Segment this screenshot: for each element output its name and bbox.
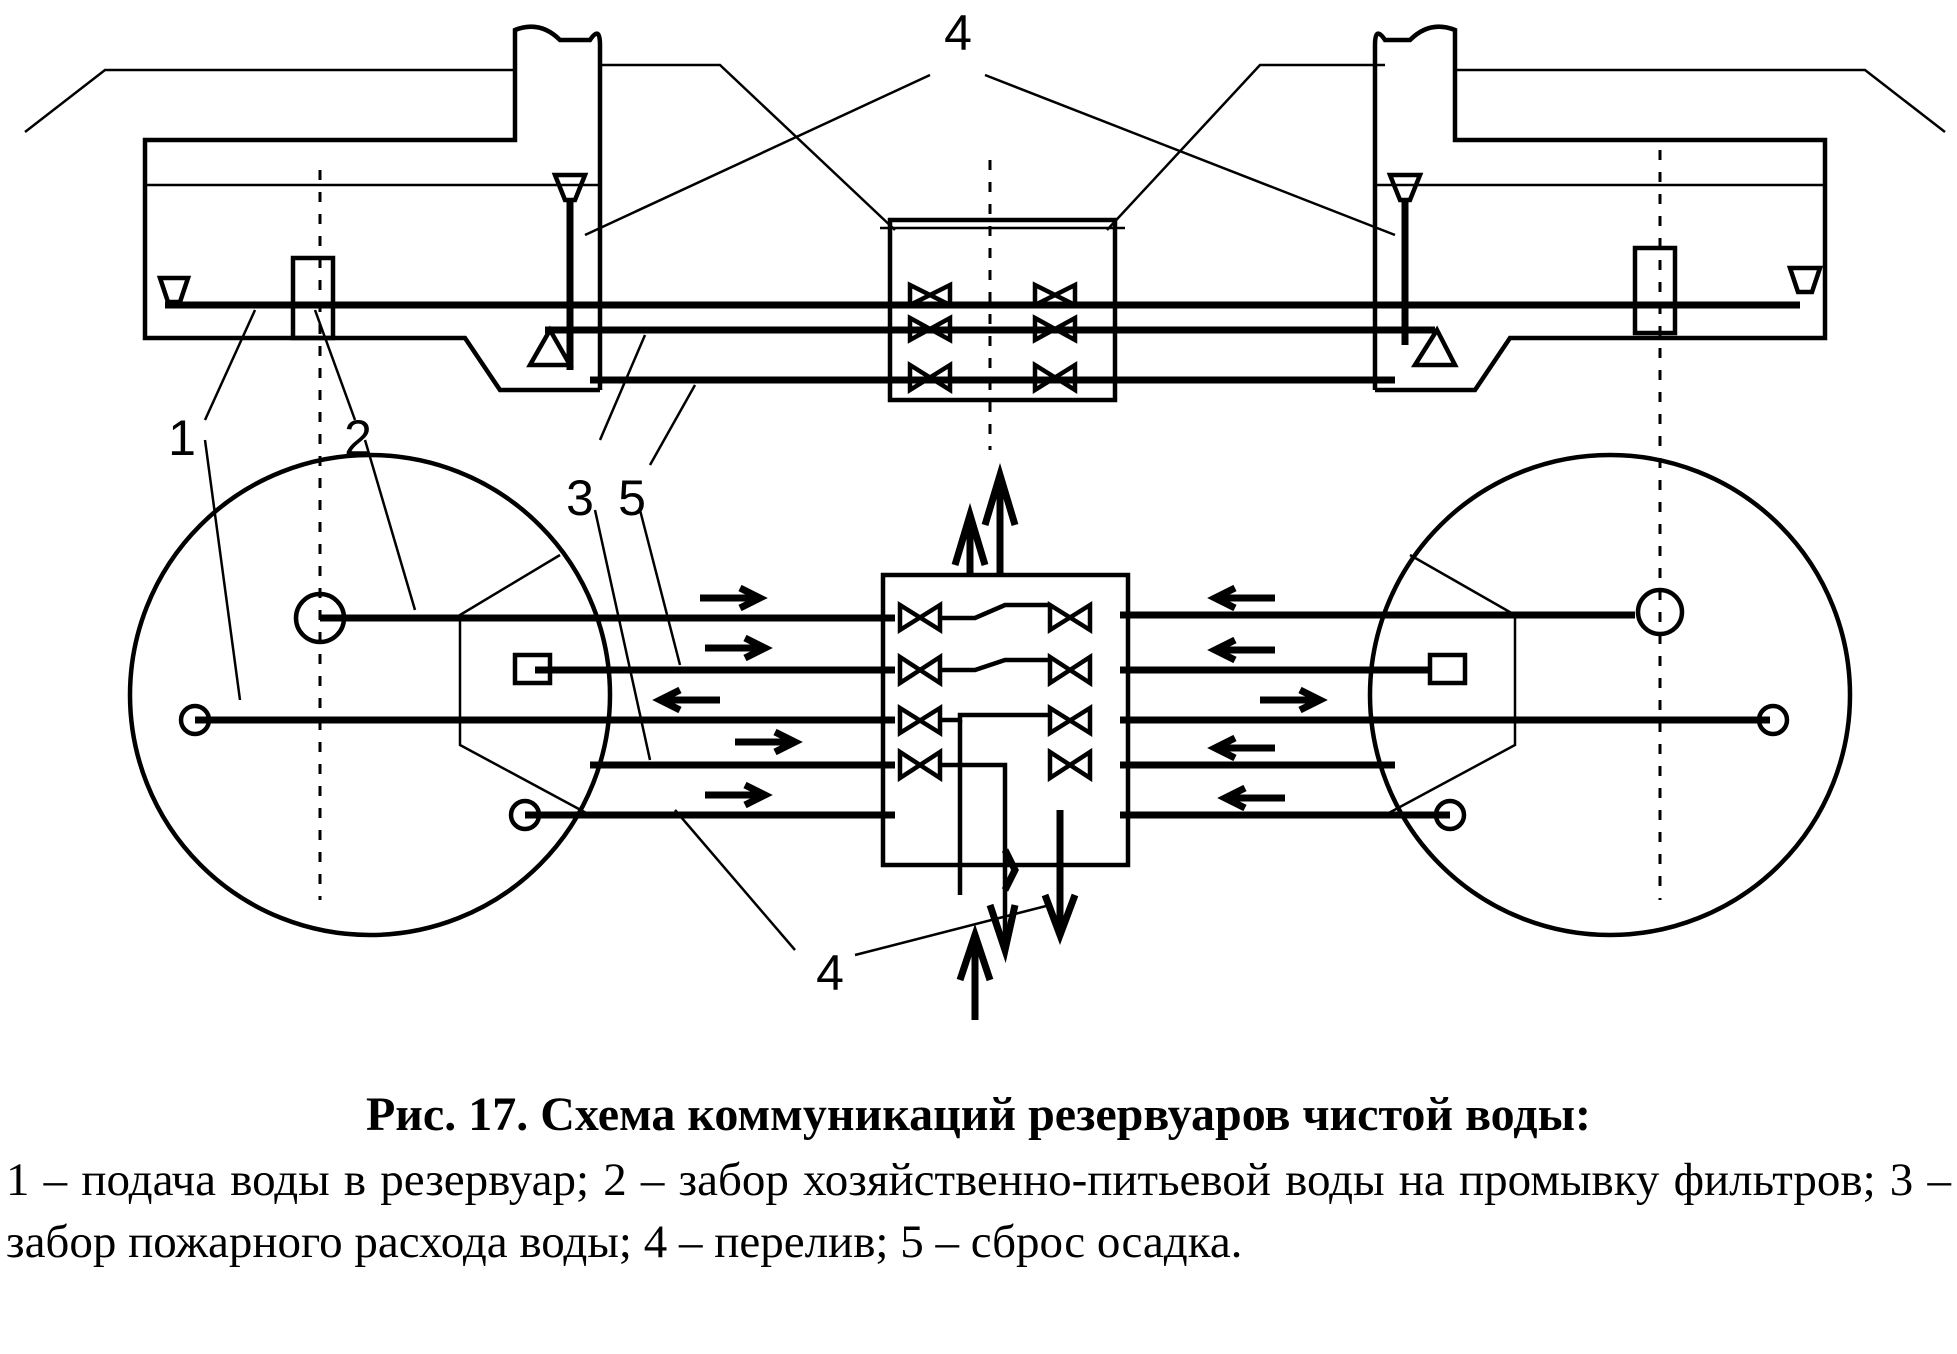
arrow-down-2 — [1041, 893, 1079, 945]
embankment-left-slope — [600, 63, 896, 231]
valve-plan-7 — [897, 747, 943, 783]
left-inlet-circle — [178, 703, 212, 737]
label-4-top: 4 — [944, 5, 972, 61]
embankment-left-outer — [24, 52, 517, 133]
caption-title: Рис. 17. Схема коммуникаций резервуаров … — [365, 1088, 1592, 1141]
label-3: 3 — [566, 470, 594, 526]
flow-arrow-10 — [1217, 784, 1285, 812]
left-sludge-circle — [508, 798, 542, 832]
label-5: 5 — [618, 470, 646, 526]
label-1: 1 — [168, 410, 196, 466]
valve-section-3 — [907, 314, 953, 344]
right-sludge-circle — [1433, 798, 1467, 832]
flow-arrow-6 — [1207, 584, 1275, 612]
valve-chamber-section — [887, 217, 1118, 403]
left-intake-funnel — [156, 275, 192, 305]
valve-plan-3 — [897, 652, 943, 688]
leader-4-bottom-left — [674, 809, 796, 951]
left-tank-wall — [512, 24, 603, 390]
valve-section-2 — [1032, 281, 1078, 309]
valve-section-1 — [907, 281, 953, 309]
flow-arrow-3 — [652, 686, 720, 714]
valve-section-4 — [1032, 314, 1078, 344]
right-tank-outline — [1375, 52, 1828, 393]
right-intake-funnel — [1786, 265, 1824, 295]
leader-2-bottom — [363, 439, 417, 611]
flow-arrow-1 — [700, 584, 768, 612]
label-2: 2 — [344, 410, 372, 466]
left-intake-box — [290, 255, 336, 341]
valve-plan-5 — [897, 703, 943, 738]
figure-caption: Рис. 17. Схема коммуникаций резервуаров … — [0, 1085, 1957, 1273]
right-sump-cone — [1410, 325, 1459, 368]
valve-plan-4 — [1047, 652, 1093, 688]
leader-1-top — [203, 309, 257, 421]
arrow-up-bottom — [956, 923, 994, 982]
connector-3 — [940, 712, 1050, 723]
left-small-intake-box — [512, 652, 553, 686]
caption-legend: 1 – подача воды в резервуар; 2 – забор х… — [6, 1154, 1951, 1268]
valve-plan-2 — [1047, 600, 1093, 635]
label-4-bottom: 4 — [816, 945, 844, 1001]
flow-arrow-8 — [1260, 686, 1328, 714]
section-view — [24, 24, 1946, 900]
left-tank-outline — [142, 52, 600, 393]
arrow-down-1 — [986, 903, 1019, 964]
leader-3-top — [598, 334, 647, 441]
right-overflow-funnel — [1386, 172, 1424, 203]
left-overflow-funnel — [551, 172, 589, 203]
left-service-area — [458, 553, 591, 817]
right-large-intake-circle — [1635, 587, 1685, 637]
leader-4-left — [584, 73, 931, 237]
valve-plan-6 — [1047, 703, 1093, 738]
left-sump-cone — [526, 325, 574, 368]
flow-arrow-2 — [705, 634, 773, 662]
arrow-zigzag — [1001, 848, 1019, 892]
valve-section-5 — [907, 360, 953, 395]
right-small-intake-box — [1427, 652, 1468, 686]
arrow-up-1 — [951, 502, 989, 567]
left-large-intake-circle — [293, 591, 347, 645]
right-reservoir-plan — [1367, 452, 1853, 938]
right-service-area — [1384, 553, 1517, 817]
right-inlet-circle — [1756, 703, 1790, 737]
right-tank-wall — [1372, 24, 1458, 390]
left-reservoir-plan — [127, 452, 613, 938]
reservoir-communications-diagram: 4 1 2 3 5 4 — [24, 5, 1946, 1020]
plan-view — [127, 439, 1853, 1020]
embankment-right-slope — [1106, 63, 1385, 231]
leader-2-top — [313, 309, 357, 421]
arrow-up-2 — [981, 462, 1019, 527]
leader-5-top — [648, 384, 697, 466]
embankment-right-outer — [1453, 52, 1946, 133]
valve-section-6 — [1032, 360, 1078, 395]
valve-plan-8 — [1047, 747, 1093, 783]
connector-1 — [940, 602, 1050, 621]
leader-3-bottom — [593, 509, 652, 761]
right-intake-box — [1632, 245, 1678, 336]
flow-arrow-4 — [735, 728, 803, 756]
flow-arrow-7 — [1207, 636, 1275, 664]
connector-2 — [940, 657, 1050, 673]
flow-arrow-9 — [1207, 734, 1275, 762]
valve-plan-1 — [897, 600, 943, 635]
flow-arrow-5 — [705, 781, 773, 809]
leader-4-right — [984, 73, 1396, 237]
leader-5-bottom — [638, 509, 682, 666]
leader-1-bottom — [203, 439, 242, 701]
leader-4-bottom-right — [854, 903, 1051, 957]
